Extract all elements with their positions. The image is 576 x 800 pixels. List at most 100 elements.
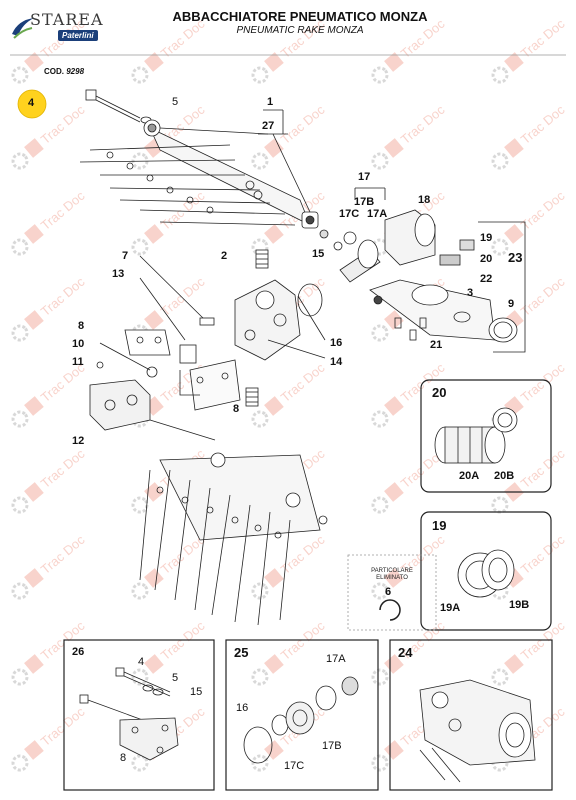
watermark-badge [264,52,284,72]
code-value: 9298 [66,67,85,76]
part-2-spring [255,249,269,269]
label-5: 5 [172,96,179,108]
label-17A: 17A [367,208,388,220]
part-1-upper-rake [79,119,319,229]
label-1: 1 [267,96,274,108]
label-15: 15 [312,248,325,260]
gear-icon [11,582,29,600]
gear-icon [11,496,29,514]
part-lower-rake [139,452,328,626]
label-3: 3 [467,287,474,299]
watermark-badge [264,396,284,416]
label-20: 20 [480,253,493,265]
label-17: 17 [358,171,371,183]
gear-icon [11,324,29,342]
part-10-nut [146,366,158,378]
label-26-5: 5 [172,672,179,684]
part-4-bolt [85,89,141,123]
eliminated-note: PARTICOLARE ELIMINATO [350,568,434,582]
label-25-17A: 17A [326,653,346,665]
panel-20 [420,379,552,493]
eliminated-part-box [347,554,437,631]
part-8-spring-lower [245,387,259,407]
label-25-17B: 17B [322,740,342,752]
panel-26 [63,639,215,791]
part-link-plate [189,359,241,411]
part-7-pin [199,317,215,326]
part-20-filter [434,407,518,464]
label-2: 2 [221,250,228,262]
brand-name: STAREA [30,10,104,29]
label-19A: 19A [440,602,461,614]
part-23-cylinder-body [369,279,518,343]
part-19-cap [457,549,515,598]
watermark-badge [504,138,524,158]
label-20B: 20B [494,470,515,482]
part-6-circlip [379,599,401,621]
label-25-16: 16 [236,702,249,714]
watermark-badge [384,482,404,502]
note-line2: ELIMINATO [376,575,408,581]
note-line1: PARTICOLARE [371,568,413,574]
label-21: 21 [430,339,443,351]
panel-26-title: 26 [72,646,85,658]
label-10: 10 [72,338,85,350]
part-8-plate [124,329,171,356]
label-4: 4 [28,97,35,109]
label-16: 16 [330,337,343,349]
panel-26-drawing [79,667,179,761]
part-18-cylinder-head [384,209,436,266]
part-11-screw [96,361,104,369]
label-8b: 8 [233,403,240,415]
watermark-badge [384,52,404,72]
label-8: 8 [78,320,85,332]
highlight-marker [17,89,47,119]
part-17-assembly [319,187,386,283]
label-6: 6 [385,586,392,598]
panel-25-drawing [243,676,359,764]
watermark-badge [24,138,44,158]
swoosh-icon [12,18,34,39]
part-13-block [179,344,197,364]
label-17B: 17B [354,196,375,208]
watermark-badge [24,740,44,760]
brand-sub: Paterlini [58,30,98,41]
label-22: 22 [480,273,493,285]
watermark-badge [504,52,524,72]
panel-25-title: 25 [234,645,249,660]
label-18: 18 [418,194,431,206]
watermark-badge [384,138,404,158]
part-19-20-fittings [439,239,475,266]
label-11: 11 [72,356,84,368]
panel-19 [420,511,552,631]
watermark-badge [264,740,284,760]
watermark-badge [24,224,44,244]
watermark-badge [264,138,284,158]
label-12: 12 [72,435,85,447]
watermark-badge [24,482,44,502]
gear-icon [11,754,29,772]
brand-logo: STAREA Paterlini [8,6,108,50]
watermark-badge [384,568,404,588]
watermark-badge [504,224,524,244]
watermark-badge [24,568,44,588]
label-7: 7 [122,250,129,262]
page-subtitle: PNEUMATIC RAKE MONZA [236,25,364,36]
part-14-valve-body [234,279,323,361]
label-26-8: 8 [120,752,127,764]
watermark-badge [144,568,164,588]
watermark-badge [504,654,524,674]
label-25-17C: 17C [284,760,305,772]
watermark-badge [264,654,284,674]
label-9: 9 [508,298,515,310]
code-label: COD. 9298 [44,67,84,76]
panel-24-title: 24 [398,645,413,660]
watermark-badge [264,568,284,588]
label-13: 13 [112,268,125,280]
gear-icon [11,66,29,84]
watermark-badge [24,52,44,72]
label-19: 19 [480,232,493,244]
gear-icon [11,668,29,686]
panel-24 [389,639,553,791]
